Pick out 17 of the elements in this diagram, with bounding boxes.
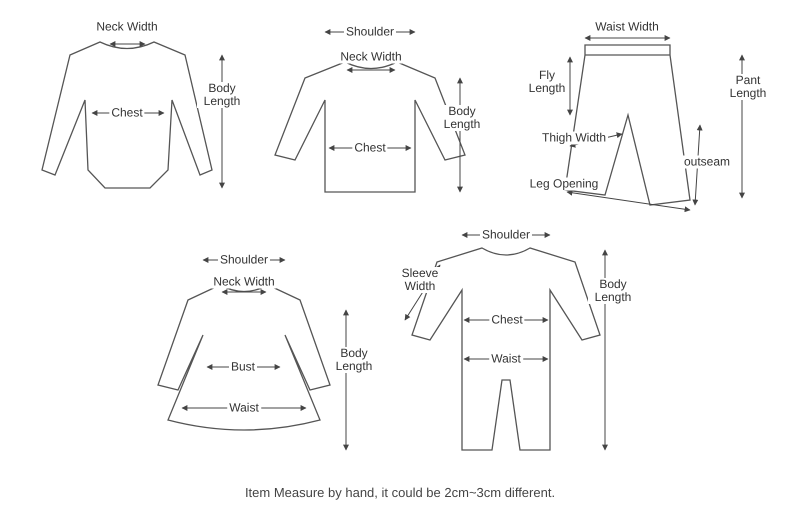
measurement-label: Chest bbox=[352, 142, 388, 154]
measurement-label: Leg Opening bbox=[528, 178, 600, 190]
measurement-label: Neck Width bbox=[94, 20, 160, 34]
measurement-label: Waist bbox=[489, 352, 523, 366]
measurement-label: Shoulder bbox=[218, 254, 270, 266]
caption-text: Item Measure by hand, it could be 2cm~3cm different. bbox=[244, 485, 556, 500]
measurement-label: Thigh Width bbox=[540, 132, 608, 144]
measurement-label: Neck Width bbox=[211, 276, 277, 288]
measurement-label: Bust bbox=[229, 360, 257, 374]
measurement-label: Chest bbox=[109, 106, 145, 120]
measurement-label: Waist bbox=[227, 402, 261, 414]
measurement-label: Chest bbox=[489, 314, 525, 326]
measurement-label: Shoulder bbox=[344, 26, 396, 38]
measurement-label: outseam bbox=[682, 156, 732, 168]
measurement-label: Shoulder bbox=[480, 228, 532, 242]
measurement-label: Neck Width bbox=[338, 50, 404, 64]
measurement-label: Waist Width bbox=[593, 20, 661, 34]
